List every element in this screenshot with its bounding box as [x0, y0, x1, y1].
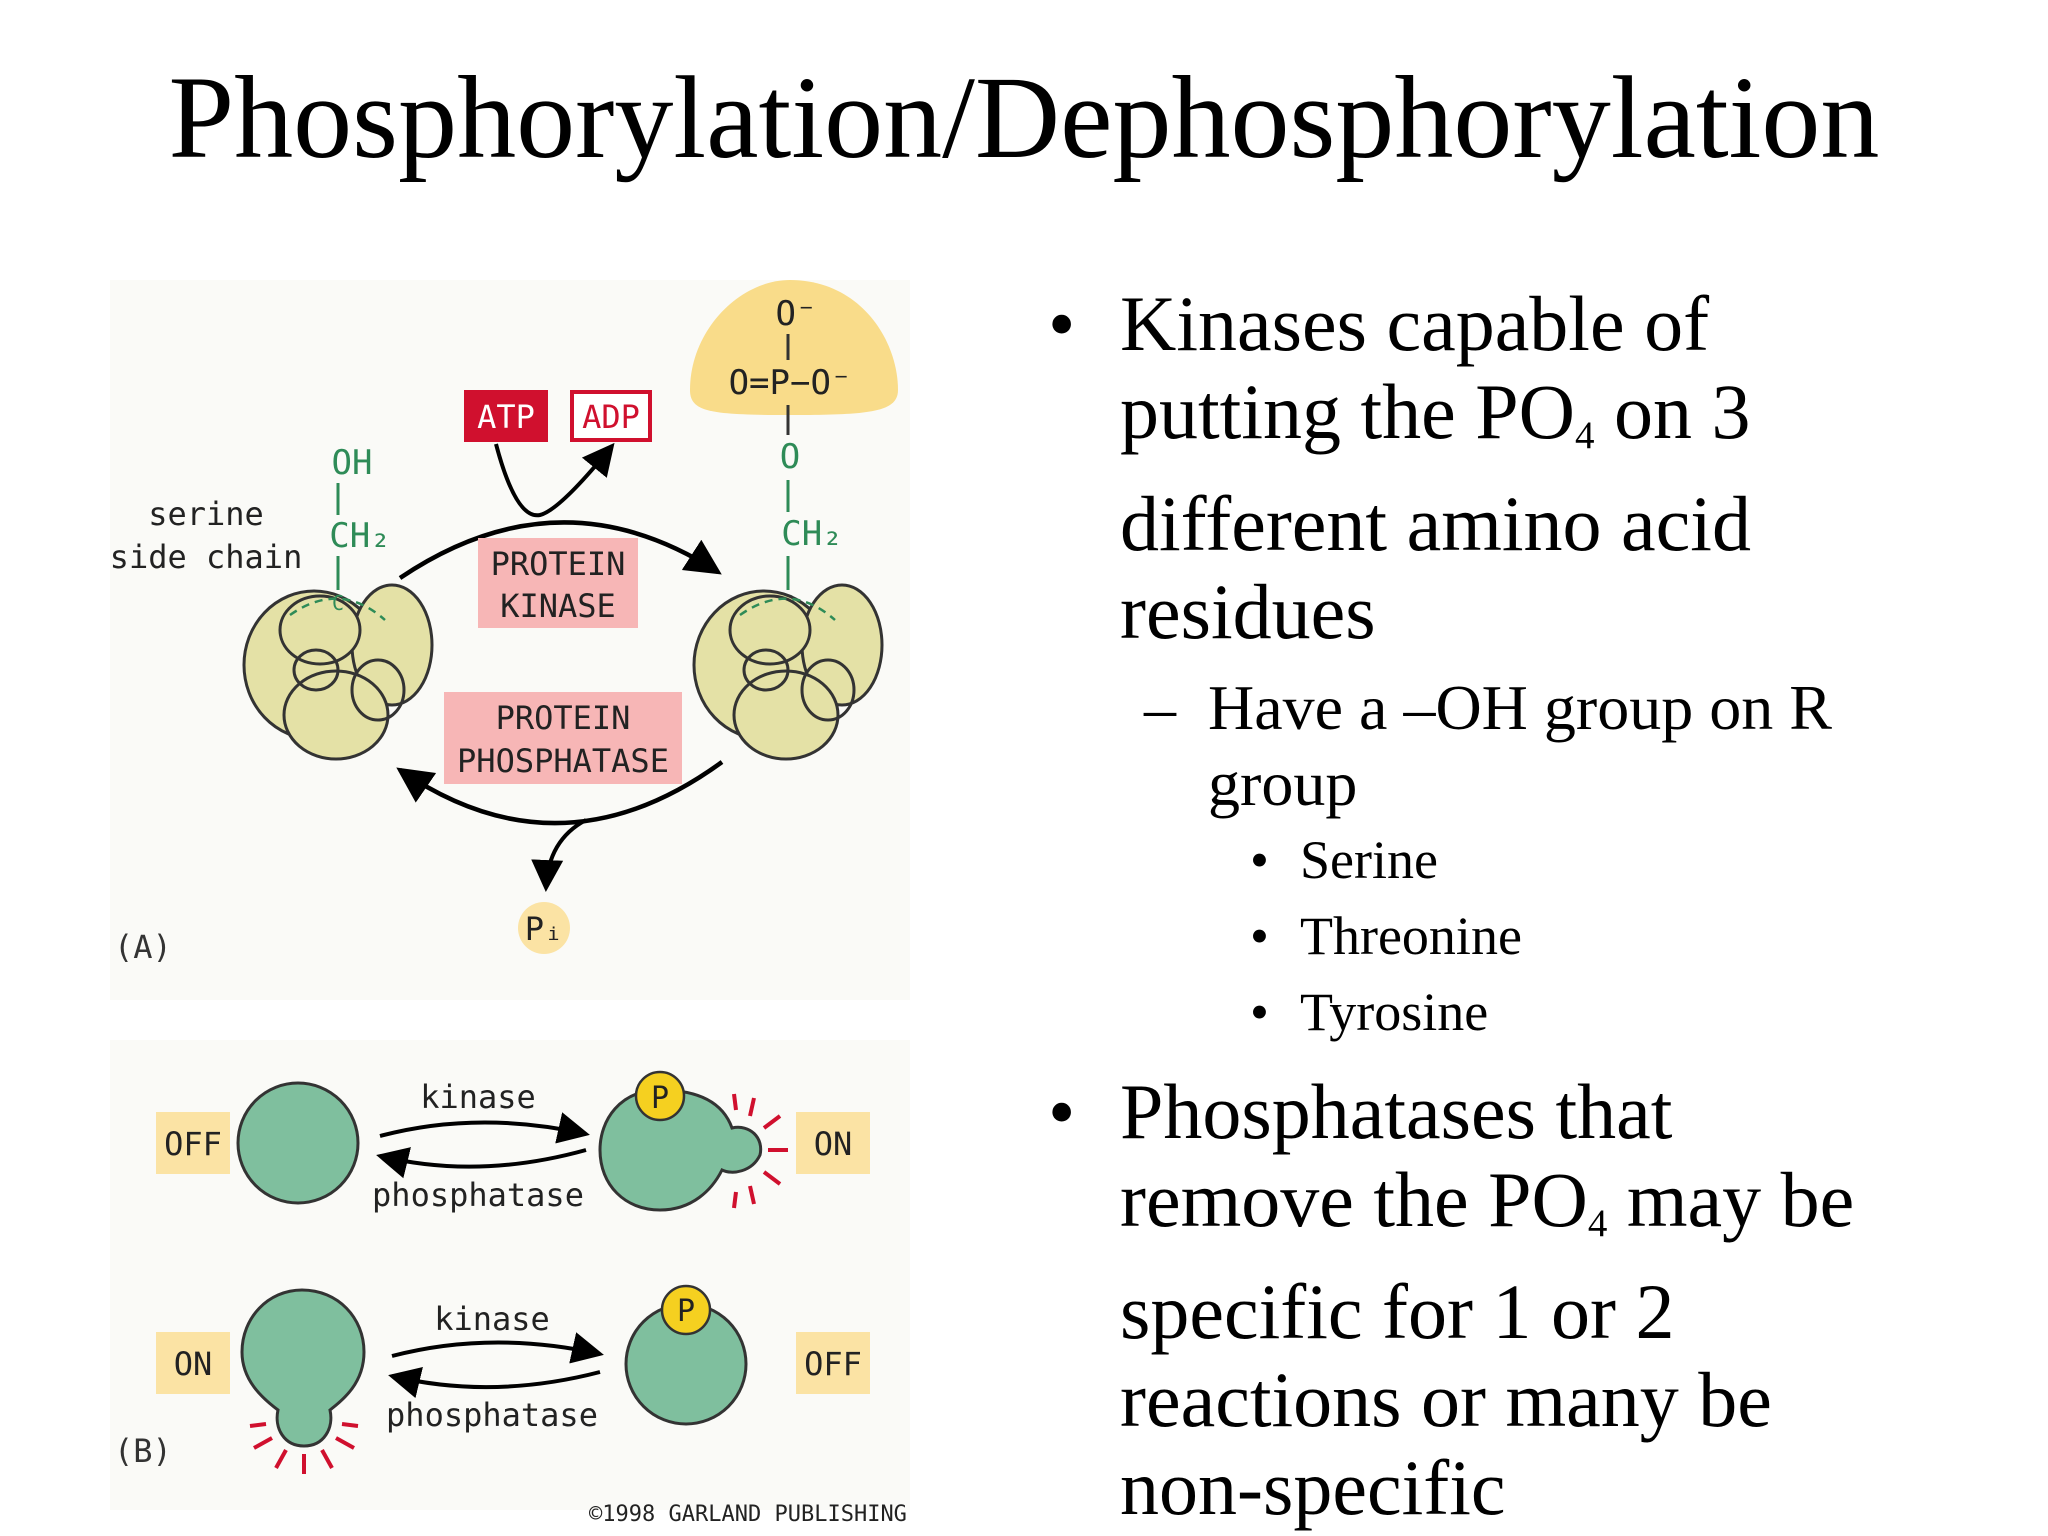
adp-label: ADP: [582, 398, 640, 436]
phosphate-mid: O=P−O⁻: [729, 363, 852, 403]
amino-acid-label: Serine: [1300, 829, 1438, 890]
row1-left-state-box: [156, 1112, 230, 1174]
row2-left-state: ON: [174, 1345, 213, 1383]
amino-acid-serine: • Serine: [1040, 822, 2030, 898]
row2-activity-burst: [249, 1422, 359, 1474]
row1-left-protein: [236, 1081, 360, 1205]
row1-activity-burst: [732, 1093, 788, 1209]
phosphate-top: O⁻: [776, 294, 817, 334]
phosphatase-box: [444, 692, 682, 784]
slide-title: Phosphorylation/Dephosphorylation: [168, 52, 1880, 183]
row2-right-state-box: [796, 1332, 870, 1394]
bullet-dot: •: [1250, 829, 1269, 890]
row2-phosphatase-arrow: [388, 1366, 601, 1399]
pi-release-arrow: [531, 818, 587, 892]
atp-to-adp-arrow: [494, 442, 615, 518]
right-ch2: CH₂: [781, 514, 842, 554]
phosphatase-line1: PROTEIN: [496, 699, 631, 737]
bullet-kinases: • Kinases capable of putting the PO4 on …: [1040, 280, 2030, 656]
kinase-arrow: [398, 520, 722, 580]
atp-box: [464, 390, 548, 442]
po4-text: putting the PO: [1120, 368, 1576, 455]
bullet-kinases-line2: putting the PO4 on 3: [1120, 368, 2030, 480]
sub-bullet-line2: group: [1208, 747, 1358, 819]
right-protein: [692, 583, 884, 761]
kinase-line1: PROTEIN: [491, 545, 626, 583]
row1-phosphatase-arrow: [376, 1147, 587, 1179]
bullet-phosphatases-line2: remove the PO4 may be: [1120, 1156, 2030, 1268]
row2-p-label: P: [677, 1294, 695, 1329]
row2-left-state-box: [156, 1332, 230, 1394]
serine-label-line2: side chain: [110, 538, 303, 576]
bullet-list: • Kinases capable of putting the PO4 on …: [1040, 280, 2030, 1532]
left-oh: OH: [332, 443, 373, 483]
row2-reverse: phosphatase: [386, 1396, 598, 1434]
right-o: O: [780, 437, 800, 477]
phosphatase-line2: PHOSPHATASE: [457, 742, 669, 780]
bullet-phosphatases-line5: non-specific: [1120, 1443, 1506, 1531]
bullet-kinases-line3: different amino acid: [1120, 479, 1751, 567]
row2-left-protein: [240, 1288, 366, 1448]
row1-kinase-arrow: [379, 1112, 590, 1144]
sub-bullet-line1: Have a –OH group on R: [1208, 671, 1832, 743]
bullet-phosphatases-line3: specific for 1 or 2: [1120, 1267, 1675, 1355]
row1-right-protein: [598, 1088, 763, 1212]
row1-right-state-box: [796, 1112, 870, 1174]
amino-acid-label: Tyrosine: [1300, 981, 1489, 1042]
phosphate-blob: [690, 280, 898, 415]
bullet-phosphatases: • Phosphatases that remove the PO4 may b…: [1040, 1068, 2030, 1532]
bullet-phosphatases-line1: Phosphatases that: [1120, 1067, 1673, 1155]
left-ch2: CH₂: [329, 516, 390, 556]
sub-bullet-oh-group: – Have a –OH group on R group: [1040, 670, 2030, 822]
row1-left-state: OFF: [164, 1125, 222, 1163]
bullet-kinases-line4: residues: [1120, 567, 1376, 655]
serine-label-line1: serine: [148, 495, 264, 533]
copyright: ©1998 GARLAND PUBLISHING: [589, 1502, 907, 1527]
row1-forward: kinase: [420, 1078, 536, 1116]
row1-right-state: ON: [814, 1125, 853, 1163]
amino-acid-tyrosine: • Tyrosine: [1040, 974, 2030, 1050]
left-c: C: [332, 591, 344, 615]
adp-box: [570, 390, 652, 442]
subscript-4: 4: [1587, 1201, 1608, 1245]
bullet-dot: •: [1048, 1067, 1076, 1155]
row1-reverse: phosphatase: [372, 1176, 584, 1214]
panel-b-label: (B): [114, 1432, 172, 1470]
pi-circle: [518, 902, 570, 954]
phosphatase-arrow: [396, 760, 724, 826]
row1-p-label: P: [651, 1081, 669, 1116]
panel-a-label: (A): [114, 928, 172, 966]
kinase-box: [478, 538, 638, 628]
bullet-dot: •: [1250, 905, 1269, 966]
atp-label: ATP: [477, 398, 535, 436]
left-protein: [242, 583, 434, 761]
row2-forward: kinase: [434, 1300, 550, 1338]
amino-acid-label: Threonine: [1300, 905, 1522, 966]
po4-suffix: may be: [1607, 1155, 1855, 1243]
bullet-phosphatases-line4: reactions or many be: [1120, 1355, 1772, 1443]
row1-p-circle: [634, 1070, 686, 1122]
amino-acid-threonine: • Threonine: [1040, 898, 2030, 974]
po4-suffix: on 3: [1594, 368, 1751, 455]
subscript-4: 4: [1575, 413, 1595, 457]
po4-text: remove the PO: [1120, 1155, 1588, 1243]
row2-right-state: OFF: [804, 1345, 862, 1383]
dash-marker: –: [1144, 671, 1176, 743]
row2-p-circle: [660, 1284, 712, 1336]
bullet-dot: •: [1250, 981, 1269, 1042]
bullet-dot: •: [1048, 280, 1076, 367]
pi-label: Pᵢ: [525, 910, 564, 948]
kinase-line2: KINASE: [500, 587, 616, 625]
bullet-kinases-line1: Kinases capable of: [1120, 280, 1710, 367]
row2-kinase-arrow: [391, 1332, 604, 1364]
